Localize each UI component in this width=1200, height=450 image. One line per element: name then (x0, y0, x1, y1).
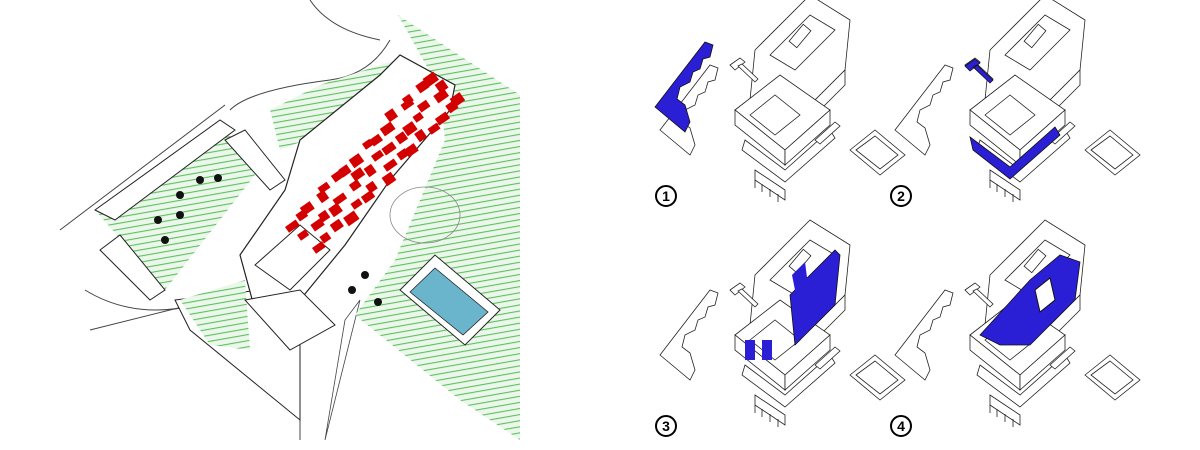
swimming-pool (409, 267, 489, 336)
roof-unit (297, 229, 310, 241)
panel-number-3: 3 (655, 415, 677, 437)
terraced-housing (94, 119, 236, 301)
highlight-void (792, 262, 808, 295)
roof-unit (371, 149, 385, 162)
roof-unit (338, 164, 352, 178)
roof-unit (343, 210, 360, 227)
roof-unit (360, 190, 376, 204)
roof-unit (384, 108, 399, 123)
roof-unit (383, 158, 398, 172)
road-curve (309, 0, 381, 41)
panel-number-4: 4 (890, 415, 912, 437)
roof-unit (427, 122, 441, 135)
roof-unit (402, 121, 418, 137)
roof-unit (319, 231, 332, 244)
roof-unit (401, 93, 414, 106)
site-plan (59, 0, 520, 441)
panel-4 (894, 219, 1141, 428)
roof-unit (379, 121, 396, 137)
roof-unit (317, 209, 331, 223)
panel-1 (654, 0, 906, 203)
roof-unit (381, 141, 397, 156)
roof-unit (412, 111, 424, 123)
roof-opening (1034, 277, 1056, 313)
roundabout (389, 186, 461, 244)
roof-unit (317, 181, 331, 194)
roof-unit (348, 153, 365, 169)
roof-unit (350, 198, 363, 210)
garden-strip (270, 60, 395, 150)
tree-markers (154, 174, 382, 306)
highlight-base (969, 126, 1061, 180)
roof-unit (434, 111, 451, 126)
highlight-wall-mid (762, 340, 772, 360)
roof-unit (381, 171, 397, 187)
podium (254, 224, 331, 291)
highlight-annex (964, 58, 994, 84)
roof-unit (394, 131, 409, 145)
panel-3 (659, 219, 906, 428)
roof-unit (416, 99, 431, 113)
roof-unit (310, 218, 325, 232)
roof-unit (403, 143, 419, 158)
connector-bridge (224, 129, 286, 191)
highlight-wall-left (745, 340, 755, 360)
roof-unit (350, 167, 366, 182)
courtyard-garden (95, 120, 255, 290)
roof-unit (299, 201, 315, 216)
roof-unit (365, 180, 378, 194)
road-edge (59, 104, 226, 231)
panel-2 (894, 0, 1141, 203)
roof-unit (328, 202, 343, 218)
road-curve (229, 39, 391, 111)
highlight-wedge (654, 41, 714, 133)
panel-number-2: 2 (890, 185, 912, 207)
roof-unit (316, 189, 330, 204)
roof-unit (329, 218, 344, 233)
roof-unit (433, 88, 450, 104)
panel-number-1: 1 (655, 185, 677, 207)
roof-unit (434, 79, 449, 94)
roof-unit (422, 71, 440, 88)
highlight-roof (979, 254, 1081, 346)
path-wedge (324, 299, 361, 441)
roof-unit (414, 128, 428, 143)
roof-units (285, 71, 466, 254)
garden-area (355, 15, 520, 440)
highlight-tower-wall (789, 249, 841, 346)
front-garden (180, 280, 250, 350)
roof-unit (285, 219, 300, 233)
entrance-canopy (244, 289, 336, 351)
roof-unit (369, 133, 383, 147)
roof-unit (449, 92, 466, 108)
roof-unit (363, 163, 377, 178)
roof-unit (332, 192, 348, 206)
roof-unit (312, 241, 326, 254)
roof-unit (348, 179, 362, 192)
